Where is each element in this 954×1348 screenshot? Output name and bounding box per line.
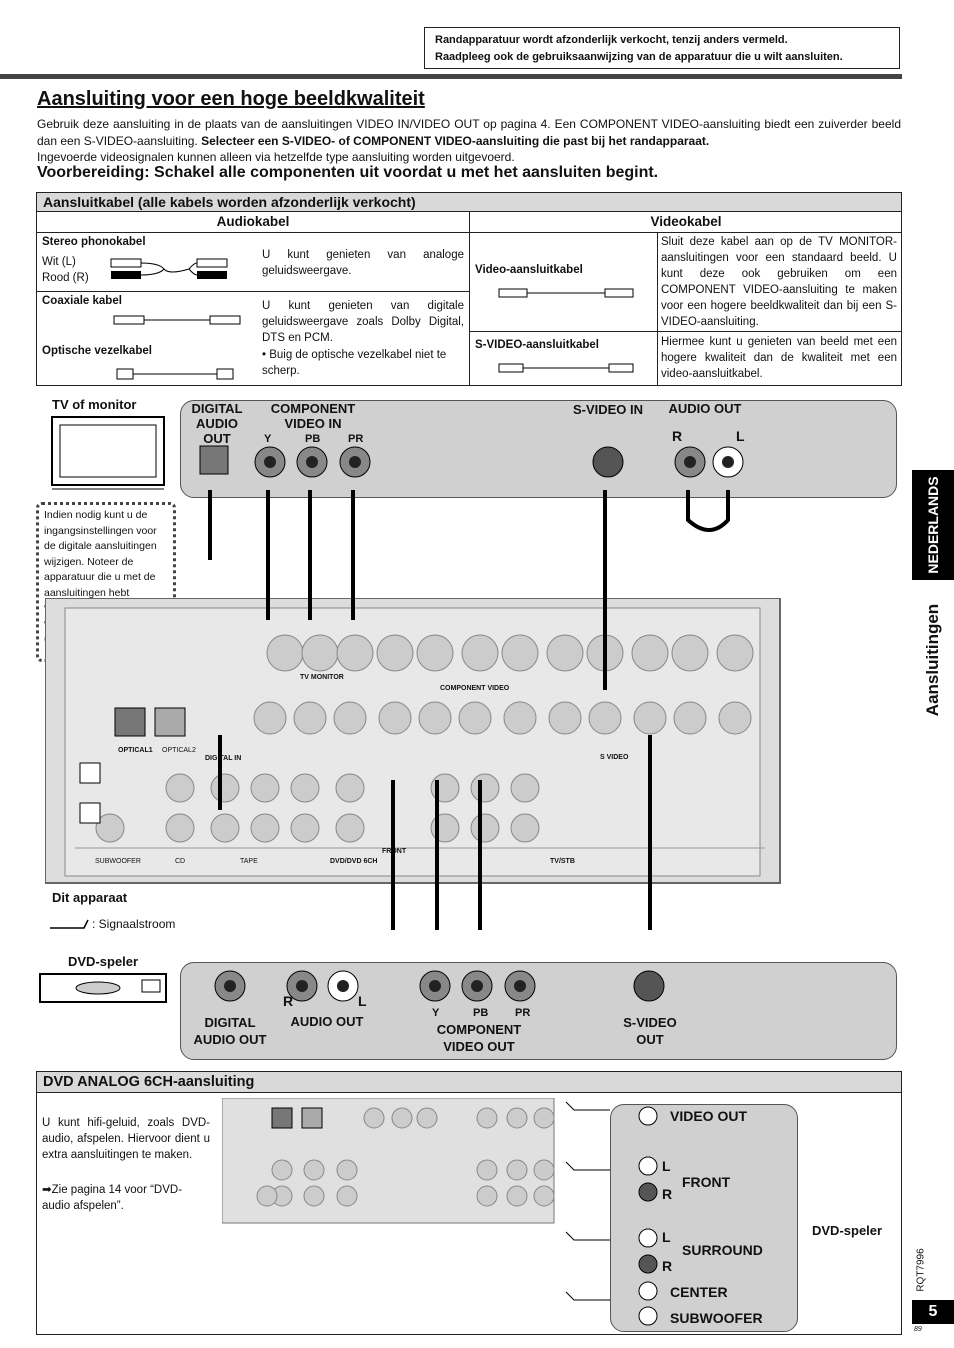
stereo-white: Wit (L) [42,256,76,268]
dvd-l-label: L [358,993,367,1009]
six-ch-heading: DVD ANALOG 6CH-aansluiting [37,1072,901,1093]
tv-jacks [199,445,744,478]
six-ch-subwoofer: SUBWOOFER [670,1310,763,1326]
optical-title: Optische vezelkabel [42,345,152,357]
intro-part2: Ingevoerde videosignalen kunnen alleen v… [37,150,515,164]
six-ch-text1: U kunt hifi-geluid, zoals DVD-audio, afs… [42,1117,210,1161]
language-label: NEDERLANDS [925,476,941,574]
tv-svideo-label: S-VIDEO IN [572,402,644,417]
rear-digital-in: DIGITAL IN [205,755,242,762]
rear-tape: TAPE [240,858,258,865]
digital-bullet: • Buig de optische vezelkabel niet te sc… [262,349,447,377]
six-ch-dvd-jacks [638,1106,658,1326]
tv-component-label: COMPONENT VIDEO IN [270,401,356,431]
page-title: Aansluiting voor een hoge beeldkwaliteit [37,88,425,110]
page-number: 5 [912,1300,954,1324]
language-tab: NEDERLANDS [912,470,954,580]
cable-table-heading: Aansluitkabel (alle kabels worden afzond… [37,193,901,212]
rear-component-video: COMPONENT VIDEO [440,685,510,692]
unit-label: Dit apparaat [52,890,128,905]
svideo-cable-title: S-VIDEO-aansluitkabel [475,339,599,351]
six-ch-rear-panel [222,1098,555,1224]
video-cable-title: Video-aansluitkabel [475,264,583,276]
section-tab: Aansluitingen [912,585,954,735]
six-ch-front: FRONT [682,1174,731,1190]
audio-heading: Audiokabel [216,214,290,229]
rear-dvd-6ch: DVD/DVD 6CH [330,858,378,865]
tv-audio-out-label: AUDIO OUT [668,401,742,416]
intro-bold: Selecteer een S-VIDEO- of COMPONENT VIDE… [201,133,710,148]
six-ch-signal-arrows [565,1101,610,1301]
section-label: Aansluitingen [923,603,942,717]
tv-label: TV of monitor [52,397,137,412]
six-ch-center: CENTER [670,1284,728,1300]
dvd-jacks [214,970,665,1002]
six-ch-l2: L [662,1229,671,1245]
top-note-line1: Randapparatuur wordt afzonderlijk verkoc… [435,34,788,46]
intro-paragraph: Gebruik deze aansluiting in de plaats va… [37,116,901,166]
stereo-cable-icon [110,258,228,279]
tv-connector-panel [180,400,897,498]
optical-cable-icon [116,368,234,380]
dvd-y-label: Y [432,1007,440,1019]
footer-small: 89 [914,1326,922,1333]
six-ch-video-out: VIDEO OUT [670,1108,748,1124]
six-ch-l1: L [662,1158,671,1174]
dvd-pb-label: PB [473,1007,489,1019]
connection-cables [208,490,730,930]
six-ch-r1: R [662,1186,673,1202]
receiver-rear-panel [45,598,781,884]
signal-flow-label: : Signaalstroom [92,917,176,931]
video-heading: Videokabel [650,214,722,229]
header-rule [0,74,902,79]
doc-code: RQT7996 [915,1248,927,1292]
dvd-audio-out-label: AUDIO OUT [290,1014,364,1029]
table-divider [469,212,470,386]
tv-pr-label: PR [348,433,364,445]
tv-y-label: Y [264,433,272,445]
six-ch-section: DVD ANALOG 6CH-aansluiting [36,1071,902,1335]
top-note-line2: Raadpleeg ook de gebruiksaanwijzing van … [435,51,843,63]
rear-cd: CD [175,858,186,865]
tv-pb-label: PB [305,433,321,445]
svideo-cable-icon [498,363,634,373]
top-note-box: Randapparatuur wordt afzonderlijk verkoc… [424,27,900,69]
preparation-heading: Voorbereiding: Schakel alle componenten … [37,164,659,181]
rear-optical2: OPTICAL2 [162,747,196,754]
cable-table: Aansluitkabel (alle kabels worden afzond… [36,192,902,386]
tv-digital-audio-out-label: DIGITAL AUDIO OUT [191,401,243,446]
tv-icon [51,416,165,490]
tv-r-label: R [672,428,683,444]
tv-l-label: L [736,428,745,444]
dvd-component-label: COMPONENT VIDEO OUT [436,1022,522,1054]
six-ch-r2: R [662,1258,673,1274]
dvd-label: DVD-speler [68,954,139,969]
six-ch-surround: SURROUND [682,1242,763,1258]
six-ch-dvd-player: DVD-speler [812,1223,883,1238]
dvd-player-icon [39,973,167,1003]
stereo-title: Stereo phonokabel [42,236,146,248]
stereo-red: Rood (R) [42,272,89,284]
dvd-svideo-label: S-VIDEO OUT [623,1015,677,1047]
video-cable-icon [498,288,634,298]
rear-tv-monitor: TV MONITOR [300,674,344,681]
dvd-digital-audio-out-label: DIGITAL AUDIO OUT [193,1015,267,1047]
dvd-r-label: R [283,993,294,1009]
digital-desc: U kunt genieten van digitale geluidsweer… [262,300,464,344]
rear-optical1: OPTICAL1 [118,747,153,754]
rear-s-video: S VIDEO [600,754,629,761]
six-ch-text2: ➡Zie pagina 14 voor “DVD-audio afspelen”… [42,1184,183,1212]
coax-title: Coaxiale kabel [42,295,122,307]
intro-part1: Gebruik deze aansluiting in de plaats va… [37,117,901,148]
signal-flow-icon [50,919,89,929]
doc-code-box: RQT7996 [904,1248,938,1292]
coax-cable-icon [113,315,241,325]
stereo-desc: U kunt genieten van analoge geluidsweerg… [262,249,464,277]
rear-tv-stb: TV/STB [550,858,575,865]
video-cable-desc: Sluit deze kabel aan op de TV MONITOR-aa… [661,236,897,328]
rear-subwoofer: SUBWOOFER [95,858,141,865]
dvd-pr-label: PR [515,1007,531,1019]
svideo-cable-desc: Hiermee kunt u genieten van beeld met ee… [661,336,897,380]
